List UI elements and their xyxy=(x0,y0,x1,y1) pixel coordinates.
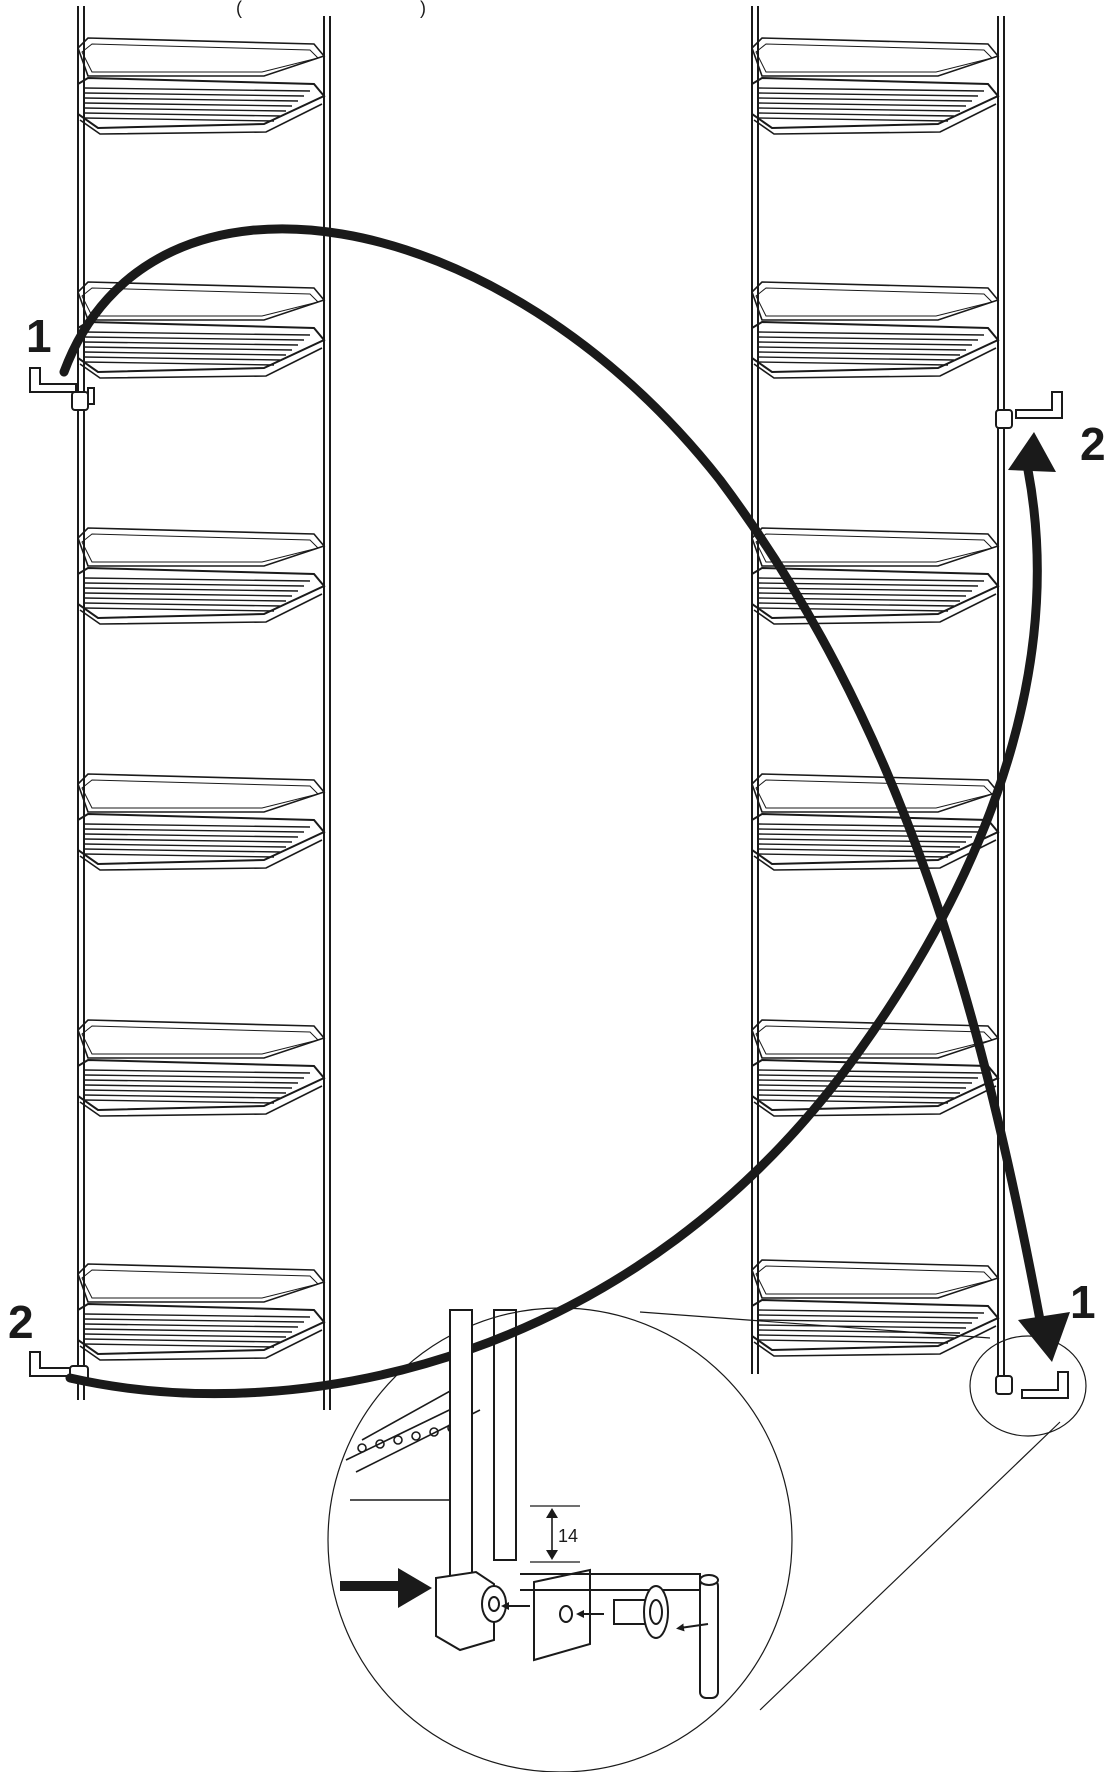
label-right-bottom: 1 xyxy=(1070,1276,1096,1328)
bracket-left-top xyxy=(29,367,95,411)
rack-right xyxy=(751,6,1005,1384)
detail-callout xyxy=(327,1307,1087,1772)
rack-right-shelf xyxy=(751,773,1000,871)
detail-view xyxy=(340,1309,719,1699)
bracket-right-top xyxy=(995,391,1063,429)
rack-left xyxy=(77,6,331,1410)
detail-dimension-label: 14 xyxy=(558,1526,578,1546)
rack-left-shelf xyxy=(77,527,326,625)
rack-right-shelf xyxy=(751,281,1000,379)
arrow-one-head xyxy=(1018,1312,1070,1362)
bracket-right-bottom xyxy=(995,1371,1069,1399)
rack-right-shelf xyxy=(751,1019,1000,1117)
rack-left-shelf xyxy=(77,773,326,871)
rack-left-shelf xyxy=(77,281,326,379)
rack-left-shelf xyxy=(77,1019,326,1117)
callout-large-circle xyxy=(327,1307,793,1772)
header-fragment-close: ) xyxy=(420,0,426,18)
rack-left-shelf xyxy=(77,37,326,135)
label-left-bottom: 2 xyxy=(8,1296,34,1348)
arrow-two-curve xyxy=(65,465,1042,1399)
label-right-top: 2 xyxy=(1080,418,1106,470)
rack-right-shelf xyxy=(751,37,1000,135)
header-fragment: ( xyxy=(236,0,242,18)
arrow-two-head xyxy=(1008,432,1056,472)
rack-left-shelf xyxy=(77,1263,326,1361)
arrow-one-curve xyxy=(59,224,1045,1325)
label-left-top: 1 xyxy=(26,310,52,362)
callout-small-circle xyxy=(969,1335,1087,1437)
rack-right-shelf xyxy=(751,1259,1000,1357)
